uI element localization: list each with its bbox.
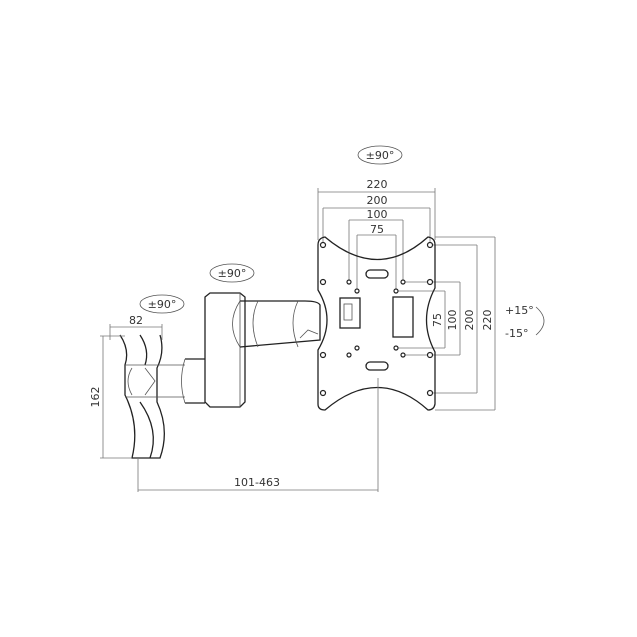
vesa-plate [317, 236, 436, 411]
dim-200-h: 200 [367, 194, 388, 207]
arm-rotation-indicator: ±90° [209, 263, 255, 283]
bracket-dimensions: 82 162 101-463 [89, 314, 379, 492]
dim-162: 162 [89, 387, 102, 408]
arm-rotation-label: ±90° [218, 267, 247, 280]
dim-75-v: 75 [431, 313, 444, 327]
horizontal-dimensions: 220 200 100 75 [317, 178, 436, 291]
plate-rotation-indicator: ±90° [357, 145, 403, 165]
dim-100-h: 100 [367, 208, 388, 221]
tilt-down-label: -15° [505, 327, 528, 340]
dim-82: 82 [129, 314, 143, 327]
vertical-dimensions: 75 100 200 220 [396, 236, 496, 411]
mounting-holes [319, 241, 434, 397]
wall-rotation-indicator: ±90° [139, 294, 185, 314]
tilt-arrow-icon [535, 306, 545, 336]
tilt-indicator: +15° -15° [505, 304, 545, 340]
dim-100-v: 100 [446, 310, 459, 331]
plate-rotation-label: ±90° [366, 149, 395, 162]
wall-rotation-label: ±90° [148, 298, 177, 311]
dim-220-h: 220 [367, 178, 388, 191]
articulating-arm [119, 292, 321, 459]
dim-extension: 101-463 [234, 476, 280, 489]
dim-75-h: 75 [370, 223, 384, 236]
dim-200-v: 200 [463, 310, 476, 331]
tilt-up-label: +15° [505, 304, 534, 317]
dim-220-v: 220 [481, 310, 494, 331]
